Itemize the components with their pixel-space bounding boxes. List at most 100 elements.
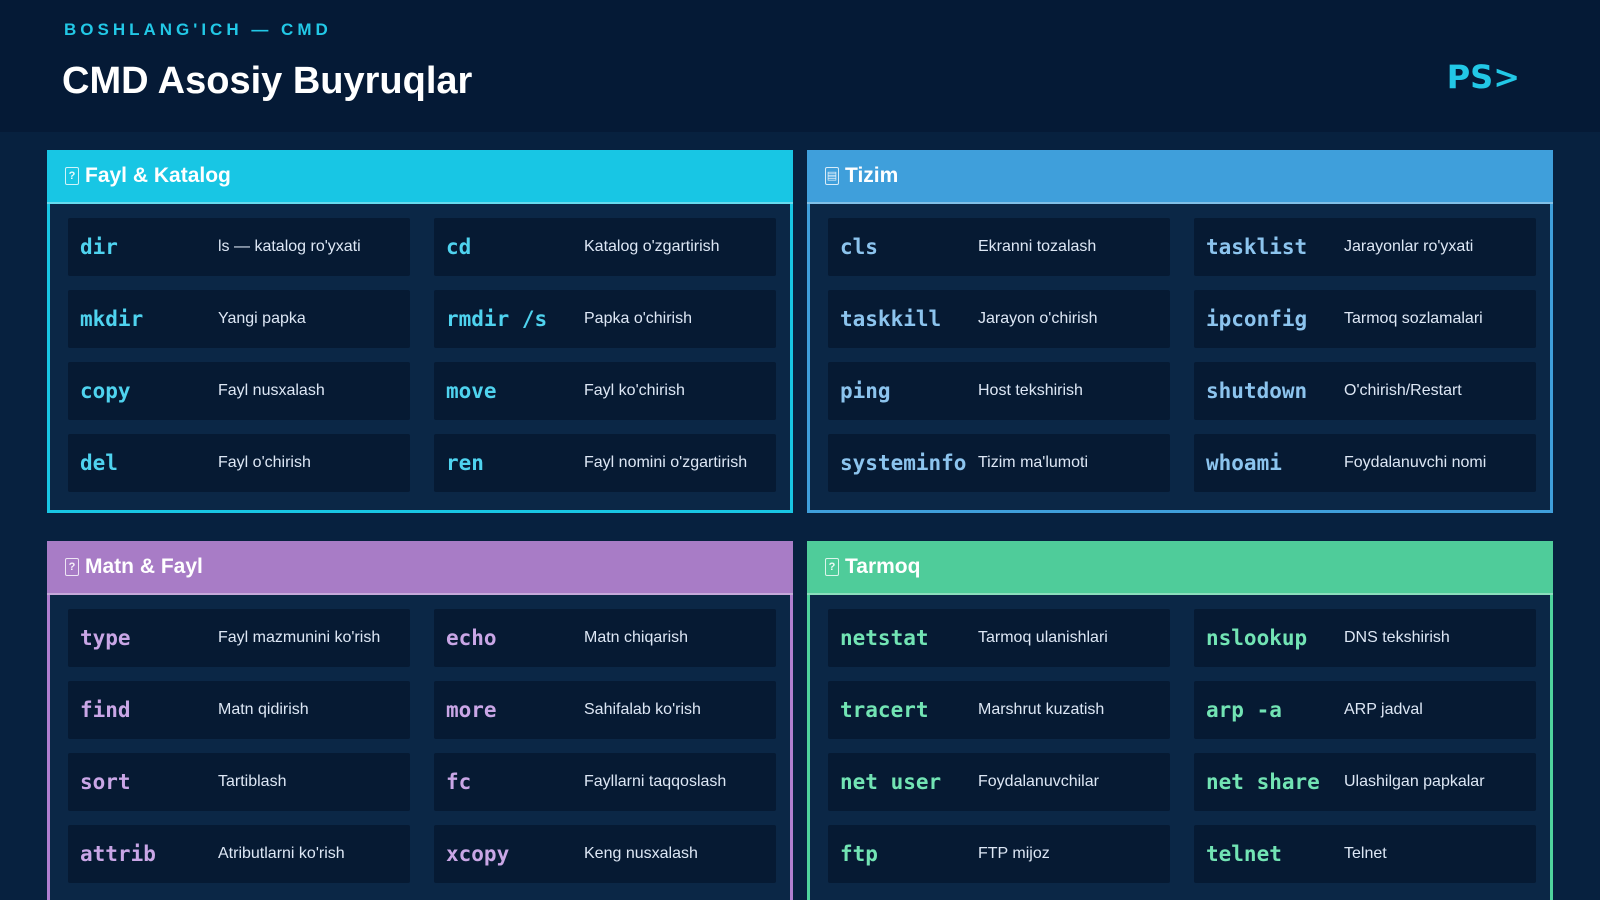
command-description: Fayl nusxalash — [218, 382, 325, 399]
command-card: telnet Telnet — [1194, 825, 1536, 883]
command-card: mkdir Yangi papka — [68, 290, 410, 348]
command-description: Ekranni tozalash — [978, 238, 1097, 255]
command-card: whoami Foydalanuvchi nomi — [1194, 434, 1536, 492]
command-name: move — [446, 379, 497, 403]
command-grid: netstat Tarmoq ulanishlari nslookup DNS tek… — [810, 595, 1550, 900]
command-name: mkdir — [80, 307, 144, 331]
command-name: tasklist — [1206, 235, 1308, 259]
command-name: telnet — [1206, 842, 1282, 866]
command-name: net share — [1206, 770, 1320, 794]
command-name: taskkill — [840, 307, 942, 331]
command-description: Tizim ma'lumoti — [978, 454, 1089, 471]
command-card: shutdown O'chirish/Restart — [1194, 362, 1536, 420]
command-name: rmdir /s — [446, 307, 548, 331]
command-name: more — [446, 698, 497, 722]
command-name: tracert — [840, 698, 929, 722]
folder-icon: ? — [65, 167, 79, 185]
command-name: whoami — [1206, 451, 1282, 475]
command-name: find — [80, 698, 131, 722]
command-card: find Matn qidirish — [68, 681, 410, 739]
command-card: attrib Atributlarni ko'rish — [68, 825, 410, 883]
panel-header-matn-fayl: ? Matn & Fayl — [47, 541, 793, 595]
command-description: Foydalanuvchi nomi — [1344, 454, 1487, 471]
command-card: taskkill Jarayon o'chirish — [828, 290, 1170, 348]
page-title: CMD Asosiy Buyruqlar — [62, 60, 473, 102]
command-name: ren — [446, 451, 484, 475]
command-card: nslookup DNS tekshirish — [1194, 609, 1536, 667]
command-name: attrib — [80, 842, 156, 866]
command-card: systeminfo Tizim ma'lumoti — [828, 434, 1170, 492]
command-card: echo Matn chiqarish — [434, 609, 776, 667]
command-description: Sahifalab ko'rish — [584, 701, 701, 718]
command-name: xcopy — [446, 842, 510, 866]
panel-header-tarmoq: ? Tarmoq — [807, 541, 1553, 595]
panel-header-tizim: ▤ Tizim — [807, 150, 1553, 204]
command-description: Atributlarni ko'rish — [218, 845, 345, 862]
command-name: copy — [80, 379, 131, 403]
panel-title: Matn & Fayl — [85, 555, 203, 578]
command-description: Foydalanuvchilar — [978, 773, 1099, 790]
command-name: arp -a — [1206, 698, 1282, 722]
command-description: Tarmoq ulanishlari — [978, 629, 1108, 646]
command-card: tasklist Jarayonlar ro'yxati — [1194, 218, 1536, 276]
command-name: echo — [446, 626, 497, 650]
computer-icon: ▤ — [825, 167, 839, 185]
command-name: ping — [840, 379, 891, 403]
panel-title: Tizim — [845, 164, 899, 187]
panel-title: Fayl & Katalog — [85, 164, 231, 187]
command-description: ls — katalog ro'yxati — [218, 238, 361, 255]
command-card: ping Host tekshirish — [828, 362, 1170, 420]
command-description: Fayl nomini o'zgartirish — [584, 454, 748, 471]
command-card: fc Fayllarni taqqoslash — [434, 753, 776, 811]
command-description: Marshrut kuzatish — [978, 701, 1105, 718]
command-description: O'chirish/Restart — [1344, 382, 1462, 399]
page-header: BOSHLANG'ICH — CMD CMD Asosiy Buyruqlar … — [0, 0, 1600, 132]
command-name: sort — [80, 770, 131, 794]
command-description: Matn qidirish — [218, 701, 309, 718]
command-name: ftp — [840, 842, 878, 866]
command-description: Jarayonlar ro'yxati — [1344, 238, 1474, 255]
document-icon: ? — [65, 558, 79, 576]
command-name: fc — [446, 770, 472, 794]
command-description: Yangi papka — [218, 310, 306, 327]
panel-title: Tarmoq — [845, 555, 921, 578]
command-description: Katalog o'zgartirish — [584, 238, 720, 255]
command-card: xcopy Keng nusxalash — [434, 825, 776, 883]
command-card: cd Katalog o'zgartirish — [434, 218, 776, 276]
command-card: copy Fayl nusxalash — [68, 362, 410, 420]
command-description: Fayllarni taqqoslash — [584, 773, 727, 790]
command-description: Keng nusxalash — [584, 845, 698, 862]
command-name: systeminfo — [840, 451, 967, 475]
eyebrow-label: BOSHLANG'ICH — CMD — [64, 20, 332, 39]
command-description: Fayl mazmunini ko'rish — [218, 629, 381, 646]
command-description: Jarayon o'chirish — [978, 310, 1098, 327]
command-description: DNS tekshirish — [1344, 629, 1450, 646]
command-description: Tarmoq sozlamalari — [1344, 310, 1483, 327]
command-description: Fayl ko'chirish — [584, 382, 685, 399]
command-description: Telnet — [1344, 845, 1387, 862]
command-name: netstat — [840, 626, 929, 650]
command-description: Host tekshirish — [978, 382, 1083, 399]
command-card: tracert Marshrut kuzatish — [828, 681, 1170, 739]
command-name: shutdown — [1206, 379, 1308, 403]
panel-tarmoq: ? Tarmoq netstat Tarmoq ulanishlari nslookup… — [807, 541, 1553, 900]
globe-icon: ? — [825, 558, 839, 576]
command-name: cd — [446, 235, 472, 259]
command-name: nslookup — [1206, 626, 1308, 650]
command-description: Matn chiqarish — [584, 629, 689, 646]
